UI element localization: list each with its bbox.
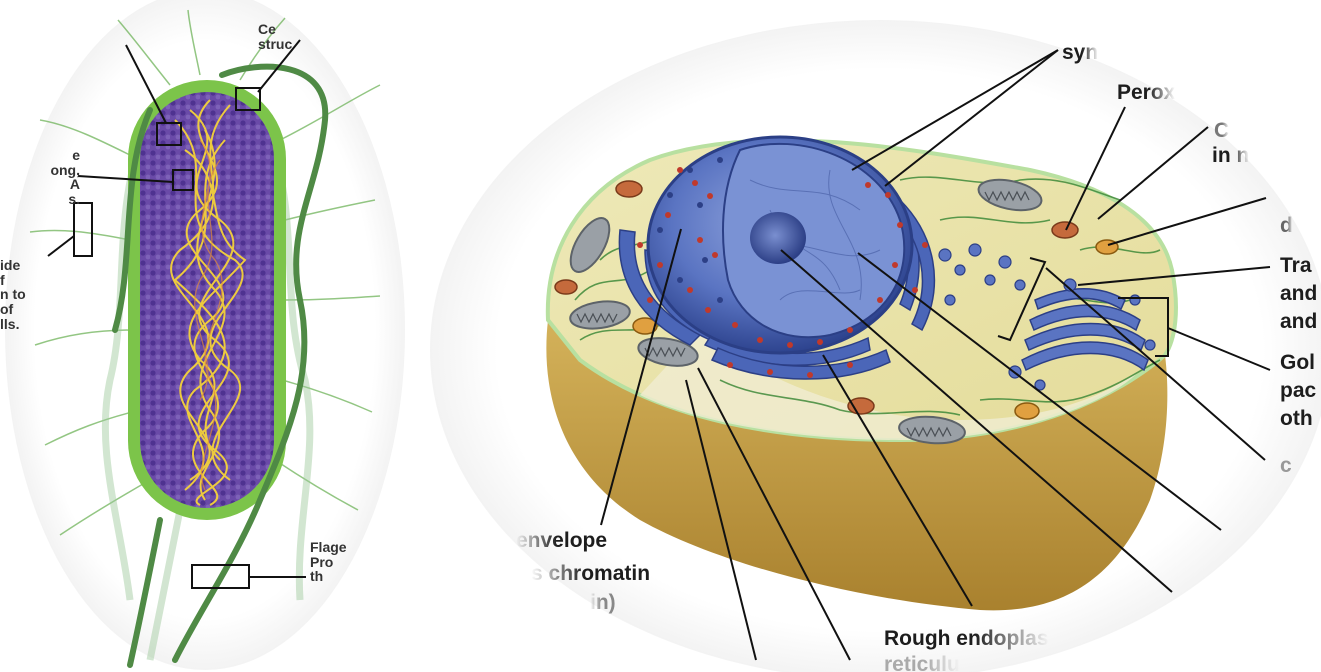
label-golgi-a: Gol [1280, 352, 1315, 374]
label-transport-b: and [1280, 283, 1317, 305]
label-cell-structure: Ce struc [258, 22, 292, 51]
label-outside-fragment: ide f n to of lls. [0, 258, 26, 331]
label-transport-a: Tra [1280, 255, 1312, 277]
label-flagellum: Flage Pro th [310, 540, 347, 584]
label-right-bottom: c [1280, 455, 1292, 477]
nucleolus [750, 212, 806, 264]
label-top-partial: syn [1062, 42, 1098, 64]
label-right-d: d [1280, 215, 1293, 237]
label-rough-er: Rough endoplas [884, 628, 1049, 650]
label-right-top-a: C [1214, 120, 1229, 142]
label-transport-c: and [1280, 311, 1317, 333]
label-dna-fragment: e ong, A s. [40, 148, 80, 207]
label-nuclear-envelope: envelope [516, 530, 607, 552]
label-peroxisome: Perox [1117, 82, 1175, 104]
label-golgi-c: oth [1280, 408, 1313, 430]
label-golgi-b: pac [1280, 380, 1316, 402]
label-chromatin: s chromatin [531, 563, 650, 585]
label-rough-er-sub: reticulu [884, 654, 960, 672]
label-chromatin-sub: in) [590, 592, 616, 614]
label-right-top-b: in n [1212, 145, 1249, 167]
